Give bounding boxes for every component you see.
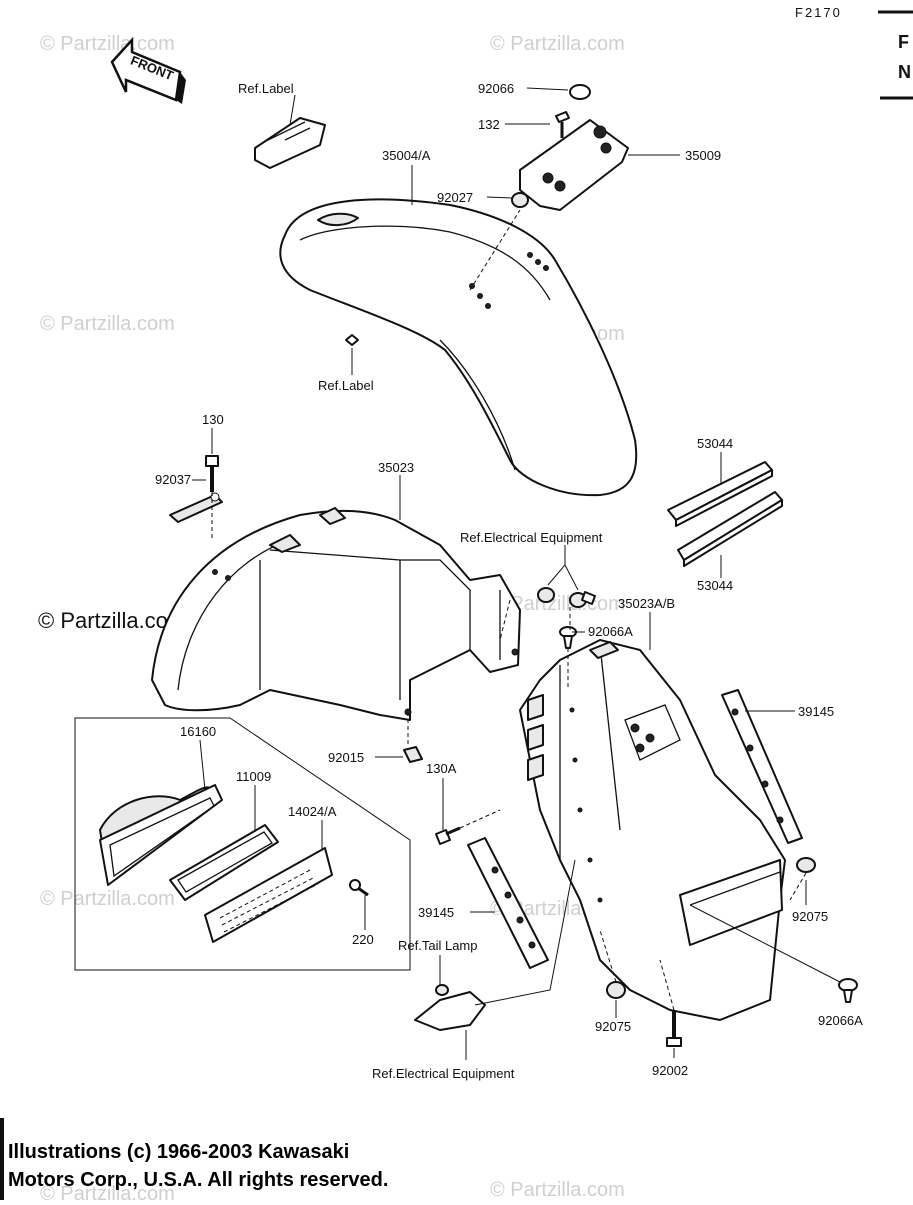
screw-220-icon [349, 879, 369, 897]
callout-ref-label: Ref.Label [238, 81, 294, 96]
cap-92075-icon [796, 857, 816, 873]
footer-line-1: Illustrations (c) 1966-2003 Kawasaki [8, 1141, 349, 1163]
callout-35009: 35009 [685, 148, 721, 163]
bolt-92002-icon [666, 1010, 682, 1047]
edge-letter: F [898, 32, 909, 52]
callout-92075: 92075 [595, 1019, 631, 1034]
spacer-92037-icon [169, 492, 223, 523]
callout-35004a: 35004/A [382, 148, 431, 163]
callout-92075: 92075 [792, 909, 828, 924]
callout-132: 132 [478, 117, 500, 132]
ref-label-mark-icon [345, 334, 359, 346]
clip-92066a-icon [838, 978, 858, 1003]
watermark: © Partzilla.com [490, 33, 625, 55]
watermark-prominent: © Partzilla.com [38, 608, 186, 633]
callout-92027: 92027 [437, 190, 473, 205]
lens-14024a-icon [204, 847, 333, 943]
callout-35023ab: 35023A/B [618, 596, 675, 611]
leader-lines [192, 87, 841, 1060]
callout-labels: Ref.Label 92066 132 35009 35004/A 92027 … [155, 81, 863, 1081]
callout-11009: 11009 [236, 769, 271, 784]
clip-92066a-icon [559, 626, 577, 649]
callout-220: 220 [352, 932, 374, 947]
callout-53044: 53044 [697, 578, 733, 593]
callout-130: 130 [202, 412, 224, 427]
callout-53044: 53044 [697, 436, 733, 451]
front-fender-illustration [279, 198, 638, 497]
callout-92037: 92037 [155, 472, 191, 487]
callout-92066a: 92066A [588, 624, 633, 639]
watermark: © Partzilla.com [40, 33, 175, 55]
callout-14024a: 14024/A [288, 804, 337, 819]
lamp-housing-16160-icon [99, 784, 223, 886]
watermark: © Partzilla.com [40, 888, 175, 910]
copyright-footer: Illustrations (c) 1966-2003 Kawasaki Mot… [0, 1118, 388, 1200]
watermark: © Partzilla.com [490, 1179, 625, 1200]
tail-lamp-group-frame [74, 717, 411, 971]
callout-92066a: 92066A [818, 1013, 863, 1028]
callout-ref-tail-lamp: Ref.Tail Lamp [398, 938, 477, 953]
ref-label-sticker-icon [254, 117, 326, 169]
gasket-11009-icon [169, 824, 279, 901]
callout-16160: 16160 [180, 724, 216, 739]
rear-fender-front-illustration [151, 507, 521, 721]
figure-code: F2170 [795, 5, 842, 20]
strip-53044-icon [667, 461, 773, 527]
nut-92015-icon [403, 746, 423, 763]
strip-39145-icon [467, 837, 549, 969]
bolt-130-icon [205, 455, 219, 492]
cap-92075-icon [606, 981, 626, 999]
callout-39145: 39145 [418, 905, 454, 920]
callout-92066: 92066 [478, 81, 514, 96]
callout-ref-label: Ref.Label [318, 378, 374, 393]
callout-35023: 35023 [378, 460, 414, 475]
callout-ref-electrical: Ref.Electrical Equipment [372, 1066, 515, 1081]
callout-ref-electrical: Ref.Electrical Equipment [460, 530, 603, 545]
callout-92002: 92002 [652, 1063, 688, 1078]
footer-rule [0, 1118, 4, 1200]
strip-53044-icon [677, 491, 783, 567]
alignment-lines [211, 209, 807, 1011]
strip-39145-icon [721, 689, 803, 844]
front-arrow-icon: FRONT [110, 36, 186, 104]
bracket-assembly-illustration [511, 84, 629, 211]
footer-line-2: Motors Corp., U.S.A. All rights reserved… [8, 1169, 388, 1191]
tail-lamp-bracket-icon [414, 984, 486, 1031]
rear-fender-rear-illustration [519, 639, 786, 1021]
callout-39145: 39145 [798, 704, 834, 719]
bolt-130a-icon [435, 826, 461, 845]
callout-92015: 92015 [328, 750, 364, 765]
edge-letter: N [898, 62, 911, 82]
callout-130a: 130A [426, 761, 457, 776]
watermark: © Partzilla.com [40, 313, 175, 335]
